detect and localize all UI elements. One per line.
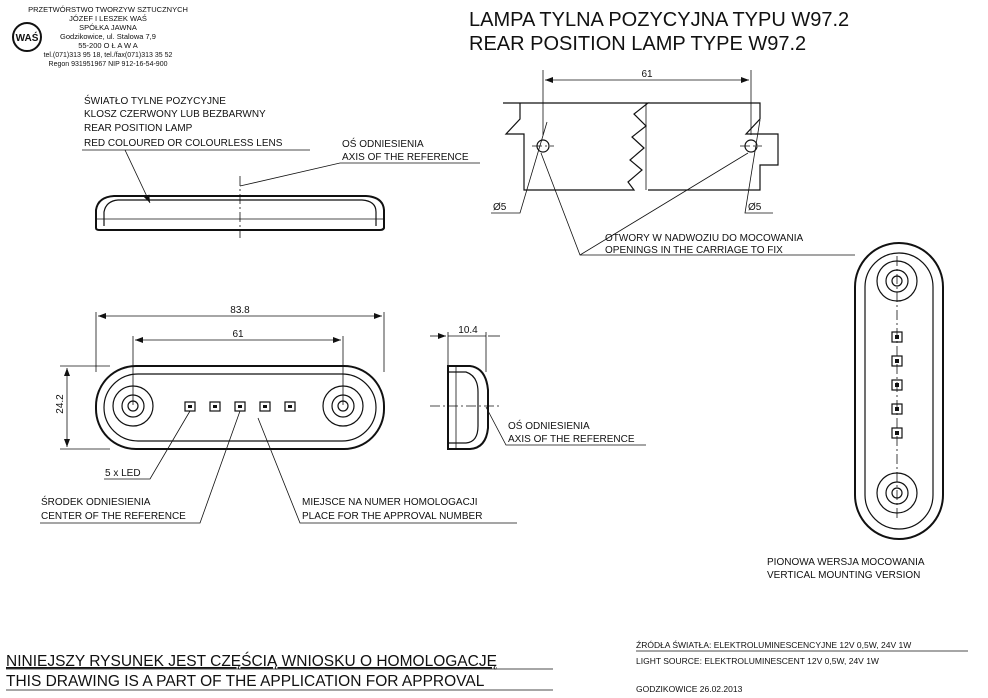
company-name: PRZETWÓRSTWO TWORZYW SZTUCZNYCH [28,5,188,14]
dim-height: 24.2 [55,394,66,414]
front-view: 83.8 61 24.2 [55,305,385,450]
center-label-en: CENTER OF THE REFERENCE [41,511,186,522]
axis2-label-en: AXIS OF THE REFERENCE [508,434,635,445]
led-callout: 5 x LED [104,410,191,480]
vertical-label-pl: PIONOWA WERSJA MOCOWANIA [767,557,925,568]
center-label-pl: ŚRODEK ODNIESIENIA [41,495,151,508]
lens-callout: ŚWIATŁO TYLNE POZYCYJNE KLOSZ CZERWONY L… [82,94,310,204]
lens-label-pl-1: ŚWIATŁO TYLNE POZYCYJNE [84,94,226,107]
axis-callout-top: OŚ ODNIESIENIA AXIS OF THE REFERENCE [239,137,480,187]
holes-label-pl: OTWORY W NADWOZIU DO MOCOWANIA [605,233,803,244]
lens-label-pl-2: KLOSZ CZERWONY LUB BEZBARWNY [84,109,266,120]
approval-note-en: THIS DRAWING IS A PART OF THE APPLICATIO… [6,673,485,690]
place-date: GODZIKOWICE 26.02.2013 [636,684,743,694]
dim-hole-diameter-left: Ø5 [493,202,507,213]
side-profile-view [95,176,385,238]
title-polish: LAMPA TYLNA POZYCYJNA TYPU W97.2 [469,9,849,31]
dim-hole-spacing-top: 61 [641,69,653,80]
company-type: SPÓŁKA JAWNA [79,23,137,32]
light-source-en: LIGHT SOURCE: ELEKTROLUMINESCENT 12V 0,5… [636,656,879,666]
holes-label-en: OPENINGS IN THE CARRIAGE TO FIX [605,245,783,256]
company-phone: tel.(071)313 95 18, tel./fax(071)313 35 … [44,52,173,59]
axis2-label-pl: OŚ ODNIESIENIA [508,419,590,432]
title-english: REAR POSITION LAMP TYPE W97.2 [469,33,806,55]
axis-label-en: AXIS OF THE REFERENCE [342,152,469,163]
company-regon: Regon 931951967 NIP 912-16-54-900 [49,61,168,68]
dim-hole-spacing: 61 [232,329,244,340]
end-view: 10.4 [430,325,500,450]
light-source-pl: ŹRÓDŁA ŚWIATŁA: ELEKTROLUMINESCENCYJNE 1… [636,639,911,650]
lens-label-en-1: REAR POSITION LAMP [84,123,193,134]
lens-label-en-2: RED COLOURED OR COLOURLESS LENS [84,138,283,149]
company-city: 55-200 O Ł A W A [78,41,138,50]
approval-note-pl: NINIEJSZY RYSUNEK JEST CZĘŚCIĄ WNIOSKU O… [6,652,497,670]
approval-callout: MIEJSCE NA NUMER HOMOLOGACJI PLACE FOR T… [257,417,517,524]
axis-callout-side: OŚ ODNIESIENIA AXIS OF THE REFERENCE [485,406,646,446]
dim-hole-diameter-right: Ø5 [748,202,762,213]
dim-depth: 10.4 [458,325,478,336]
axis-label-pl: OŚ ODNIESIENIA [342,137,424,150]
dim-overall-length: 83.8 [230,305,250,316]
vertical-led-column [891,331,903,439]
led-row [184,401,296,412]
company-address: Godzikowice, ul. Stalowa 7,9 [60,32,156,41]
approval-label-pl: MIEJSCE NA NUMER HOMOLOGACJI [302,497,478,508]
company-owners: JÓZEF I LESZEK WAŚ [69,14,147,23]
mounting-holes-view: 61 Ø5 Ø5 [491,69,779,214]
approval-label-en: PLACE FOR THE APPROVAL NUMBER [302,511,482,522]
vertical-mounting-view [854,242,944,540]
holes-callout: OTWORY W NADWOZIU DO MOCOWANIA OPENINGS … [540,152,855,256]
company-logo: WAŚ [12,22,42,52]
center-callout: ŚRODEK ODNIESIENIA CENTER OF THE REFEREN… [40,410,241,524]
led-count-label: 5 x LED [105,468,141,479]
logo-text: WAŚ [16,31,39,44]
vertical-label-en: VERTICAL MOUNTING VERSION [767,570,920,581]
